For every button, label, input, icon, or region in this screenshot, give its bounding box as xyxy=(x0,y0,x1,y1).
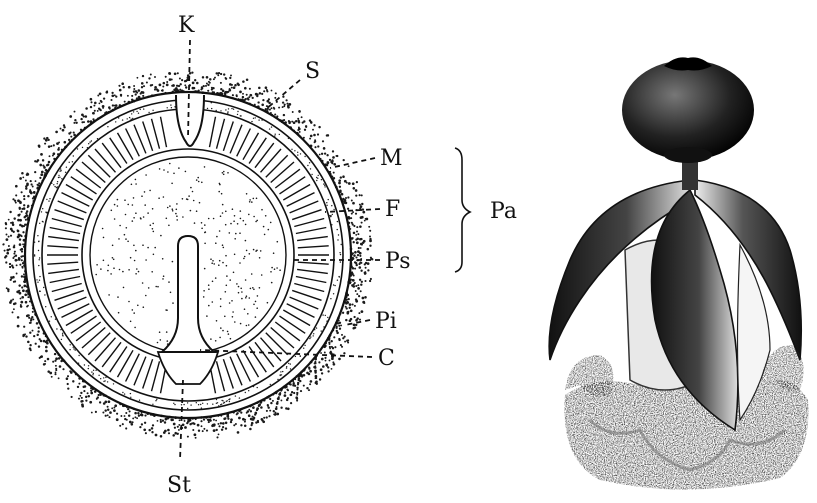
label-st: St xyxy=(167,473,191,498)
top-bulb xyxy=(622,60,754,160)
lower-left-lobe xyxy=(565,355,613,396)
pa-brace xyxy=(455,148,470,272)
label-pi: Pi xyxy=(375,309,397,334)
label-pa: Pa xyxy=(490,199,517,224)
top-bulb-crown xyxy=(664,57,712,70)
label-ps: Ps xyxy=(385,249,411,274)
label-m: M xyxy=(380,146,403,171)
label-c: C xyxy=(378,346,395,371)
fruit-illustration xyxy=(549,57,808,489)
bottom-notch xyxy=(158,352,218,384)
embryo xyxy=(162,236,214,352)
seed-cross-section: K S M F Pa Ps Pi C St xyxy=(2,13,517,498)
top-bulb-rim xyxy=(664,147,712,163)
top-notch xyxy=(176,95,204,146)
label-k: K xyxy=(178,13,195,38)
label-f: F xyxy=(385,197,400,222)
label-s: S xyxy=(305,59,320,84)
